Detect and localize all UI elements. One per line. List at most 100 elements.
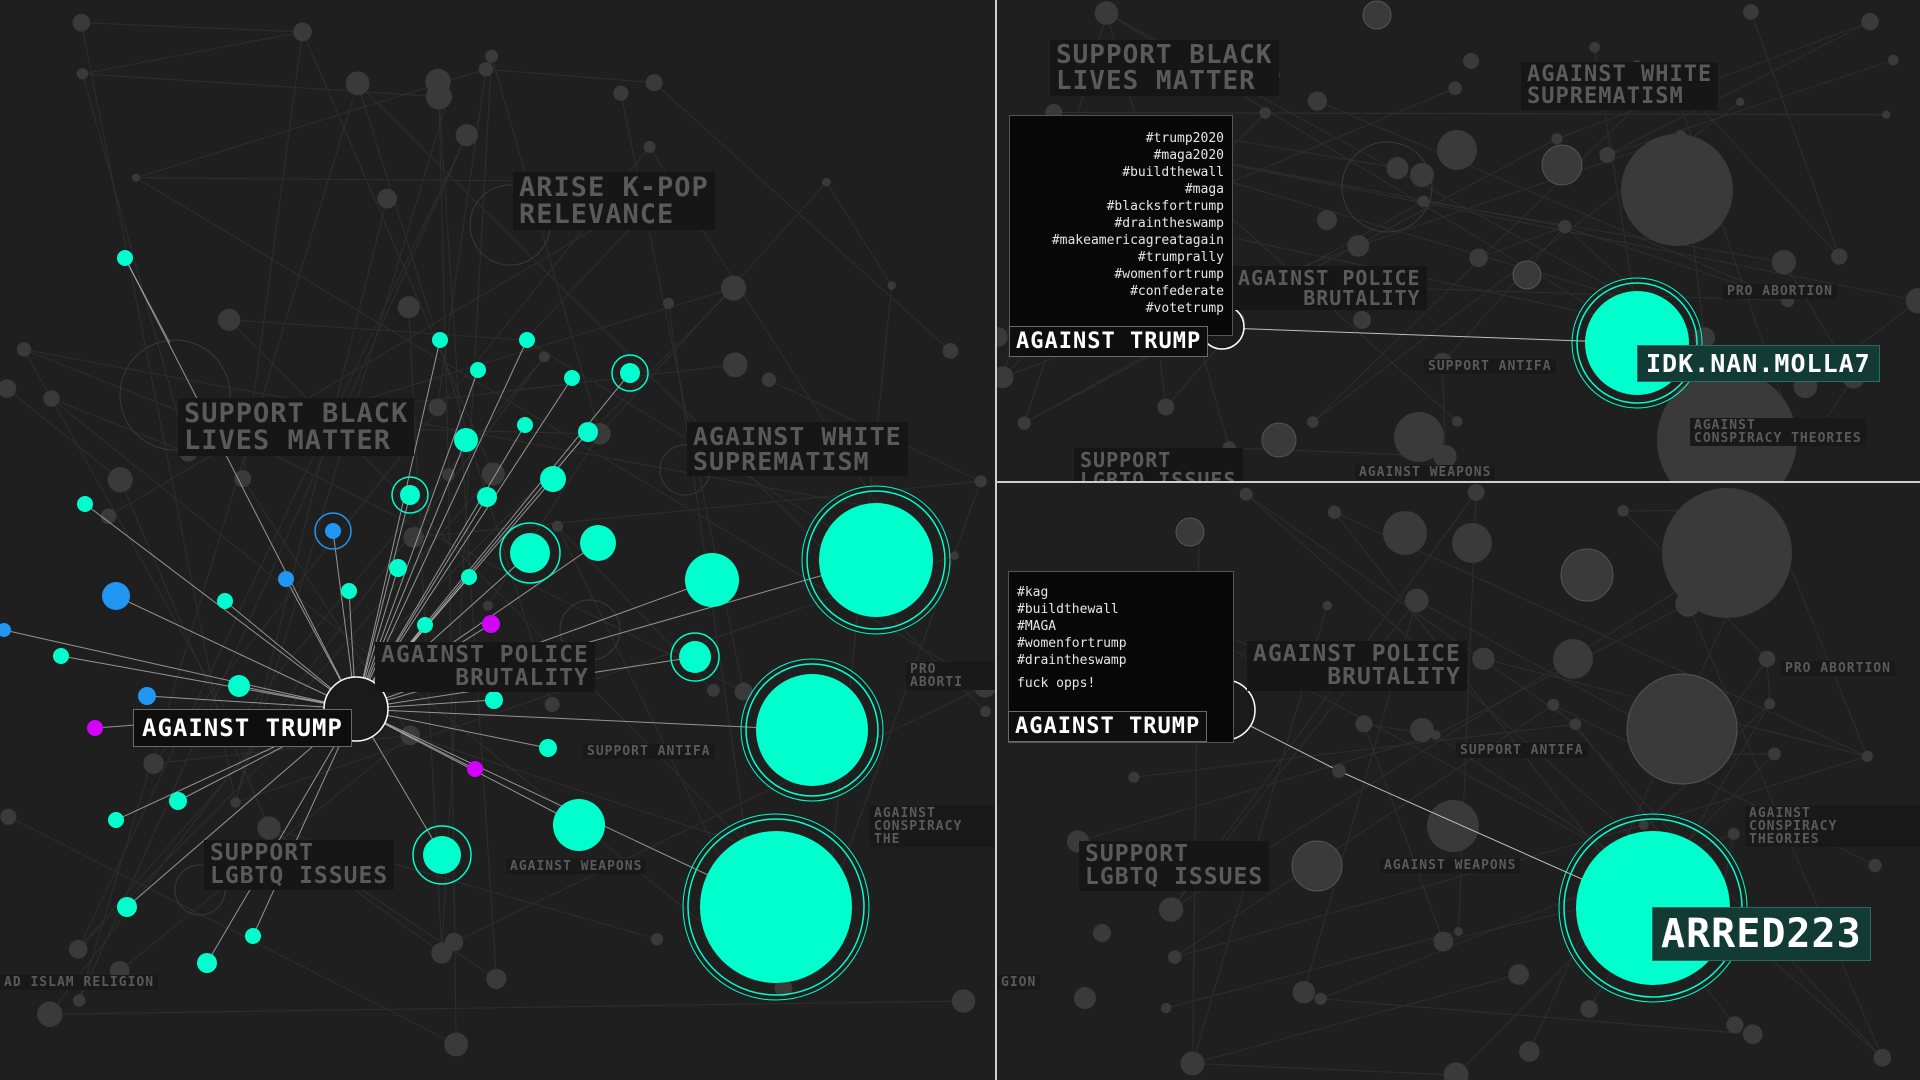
background-node[interactable]	[1394, 412, 1444, 462]
background-node[interactable]	[942, 342, 959, 359]
account-node[interactable]	[485, 691, 503, 709]
background-node[interactable]	[613, 85, 629, 101]
background-node[interactable]	[1882, 110, 1891, 119]
account-node[interactable]	[77, 496, 93, 512]
account-node[interactable]	[228, 675, 250, 697]
account-node[interactable]	[517, 417, 533, 433]
background-node[interactable]	[1404, 588, 1429, 613]
account-node[interactable]	[578, 422, 598, 442]
background-node[interactable]	[100, 508, 117, 525]
background-node[interactable]	[1771, 249, 1797, 275]
account-node-ring-outer[interactable]	[740, 658, 884, 802]
account-node[interactable]	[819, 503, 933, 617]
background-node[interactable]	[1160, 1002, 1172, 1014]
background-node[interactable]	[1467, 483, 1485, 501]
background-node[interactable]	[1617, 505, 1629, 517]
background-node[interactable]	[1314, 992, 1327, 1005]
background-node[interactable]	[1454, 927, 1463, 936]
background-node[interactable]	[1589, 41, 1601, 53]
background-node[interactable]	[1905, 287, 1920, 314]
background-node[interactable]	[552, 520, 564, 532]
account-node[interactable]	[278, 571, 294, 587]
background-node[interactable]	[1621, 134, 1733, 246]
background-node[interactable]	[1463, 53, 1479, 69]
account-node[interactable]	[245, 928, 261, 944]
background-node[interactable]	[37, 1001, 63, 1027]
network-panel-user-idk[interactable]: SUPPORT BLACK LIVES MATTER AGAINST WHITE…	[997, 0, 1920, 483]
background-node[interactable]	[720, 275, 747, 301]
background-node[interactable]	[1322, 600, 1333, 611]
focus-topic-label[interactable]: AGAINST TRUMP	[1009, 326, 1209, 357]
background-node[interactable]	[538, 351, 550, 363]
account-node[interactable]	[467, 761, 483, 777]
background-node[interactable]	[1259, 107, 1272, 119]
background-node[interactable]	[997, 327, 1008, 347]
background-node[interactable]	[16, 342, 32, 357]
background-node[interactable]	[1662, 488, 1792, 618]
background-node[interactable]	[1261, 422, 1297, 458]
account-node-ring[interactable]	[611, 354, 649, 392]
background-node[interactable]	[1887, 54, 1899, 66]
background-node[interactable]	[643, 140, 656, 153]
background-node[interactable]	[1386, 157, 1409, 180]
username-label[interactable]: IDK.NAN.MOLLA7	[1637, 345, 1880, 382]
account-node[interactable]	[87, 720, 103, 736]
background-node[interactable]	[1093, 924, 1111, 942]
account-node-ring[interactable]	[499, 522, 561, 584]
background-node[interactable]	[0, 808, 17, 825]
account-node[interactable]	[117, 897, 137, 917]
background-node[interactable]	[1355, 715, 1373, 733]
background-node[interactable]	[1551, 133, 1563, 145]
background-node[interactable]	[107, 467, 133, 493]
background-node[interactable]	[257, 816, 281, 840]
background-node[interactable]	[1291, 840, 1343, 892]
background-node[interactable]	[403, 527, 424, 548]
background-node[interactable]	[43, 390, 60, 407]
background-node[interactable]	[1727, 828, 1740, 840]
account-node[interactable]	[679, 641, 711, 673]
background-node[interactable]	[1353, 311, 1371, 329]
background-node[interactable]	[1317, 210, 1337, 230]
account-node[interactable]	[477, 487, 497, 507]
background-node[interactable]	[1764, 698, 1776, 710]
account-node-ring[interactable]	[745, 663, 879, 797]
topic-hub[interactable]	[119, 339, 231, 451]
account-node[interactable]	[102, 582, 130, 610]
background-node[interactable]	[662, 297, 675, 309]
account-node-ring[interactable]	[670, 632, 720, 682]
account-node-ring-outer[interactable]	[801, 485, 951, 635]
username-label[interactable]: ARRED223	[1652, 907, 1871, 961]
focus-topic-label[interactable]: AGAINST TRUMP	[133, 709, 352, 747]
background-node[interactable]	[980, 706, 991, 717]
background-node[interactable]	[478, 62, 494, 77]
background-node[interactable]	[1128, 771, 1140, 783]
account-node[interactable]	[620, 363, 640, 383]
background-node[interactable]	[485, 49, 499, 63]
background-node[interactable]	[1693, 327, 1716, 349]
background-node[interactable]	[1638, 820, 1649, 831]
background-node[interactable]	[1327, 505, 1342, 519]
background-node[interactable]	[1410, 718, 1434, 742]
account-node[interactable]	[461, 569, 477, 585]
account-node-ring-outer[interactable]	[682, 813, 870, 1001]
account-node-ring[interactable]	[806, 490, 946, 630]
background-node[interactable]	[774, 979, 793, 997]
account-node[interactable]	[539, 739, 557, 757]
account-node[interactable]	[540, 466, 566, 492]
network-panel-user-arred[interactable]: AGAINST POLICE BRUTALITY PRO ABORTION SU…	[997, 483, 1920, 1080]
background-node[interactable]	[974, 475, 987, 488]
background-node[interactable]	[761, 372, 777, 387]
topic-hub[interactable]	[174, 864, 226, 916]
background-node[interactable]	[1472, 647, 1495, 670]
account-node[interactable]	[325, 523, 341, 539]
background-node[interactable]	[645, 74, 663, 92]
background-node[interactable]	[1433, 931, 1454, 952]
account-node[interactable]	[519, 332, 535, 348]
background-node[interactable]	[143, 753, 164, 774]
background-node[interactable]	[1868, 858, 1882, 873]
background-node[interactable]	[1626, 673, 1738, 785]
background-node[interactable]	[234, 470, 252, 488]
background-node[interactable]	[1758, 650, 1776, 668]
account-node[interactable]	[53, 648, 69, 664]
account-node[interactable]	[700, 831, 852, 983]
